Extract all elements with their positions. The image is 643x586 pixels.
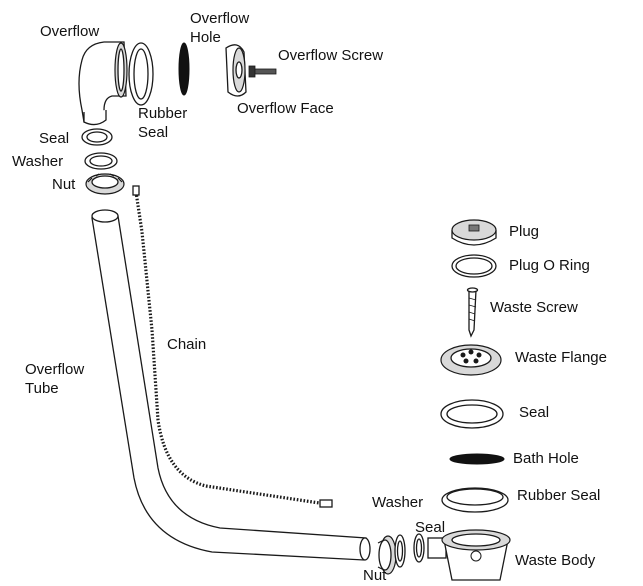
label-waste-screw: Waste Screw — [490, 299, 578, 316]
plug-part — [451, 219, 497, 246]
washer-bottom-part — [394, 534, 406, 568]
nut-top-part — [85, 173, 125, 195]
seal-top-part — [81, 128, 113, 146]
label-plug-o-ring: Plug O Ring — [509, 257, 590, 274]
label-seal-top: Seal — [39, 130, 70, 147]
label-overflow: Overflow — [40, 23, 100, 40]
washer-top-part — [84, 152, 118, 170]
overflow-face-part — [225, 44, 247, 97]
overflow-elbow — [78, 41, 128, 126]
plug-o-ring-part — [451, 254, 497, 278]
overflow-screw-part — [248, 65, 277, 78]
waste-flange-part — [440, 344, 502, 376]
waste-body-part — [427, 529, 511, 581]
label-waste-body: Waste Body — [515, 552, 596, 569]
label-overflow-tube: Overflow Tube — [25, 361, 85, 397]
label-washer-bottom: Washer — [372, 494, 424, 511]
label-nut-bottom: Nut — [363, 567, 387, 584]
overflow-hole-part — [178, 42, 190, 96]
label-overflow-face: Overflow Face — [237, 100, 334, 117]
bath-hole-part — [449, 453, 505, 465]
seal-mid-part — [440, 399, 504, 429]
nut-bottom-part — [377, 535, 397, 575]
label-bath-hole: Bath Hole — [513, 450, 579, 467]
label-seal-mid: Seal — [519, 404, 550, 421]
label-plug: Plug — [509, 223, 540, 240]
label-rubber-seal-top: Rubber Seal — [138, 105, 188, 141]
label-rubber-seal-bottom: Rubber Seal — [517, 487, 601, 504]
rubber-seal-top-part — [128, 42, 154, 106]
label-overflow-screw: Overflow Screw — [278, 47, 384, 64]
label-chain: Chain — [167, 336, 207, 353]
label-nut-top: Nut — [52, 176, 76, 193]
label-waste-flange: Waste Flange — [515, 349, 607, 366]
label-washer-top: Washer — [12, 153, 64, 170]
label-seal-bottom: Seal — [415, 519, 446, 536]
rubber-seal-bottom-part — [441, 487, 509, 513]
waste-screw-part — [466, 287, 479, 338]
chain-part — [132, 185, 333, 508]
overflow-tube-part — [91, 209, 371, 561]
label-overflow-hole: Overflow Hole — [190, 10, 250, 46]
seal-bottom-part — [413, 533, 425, 563]
